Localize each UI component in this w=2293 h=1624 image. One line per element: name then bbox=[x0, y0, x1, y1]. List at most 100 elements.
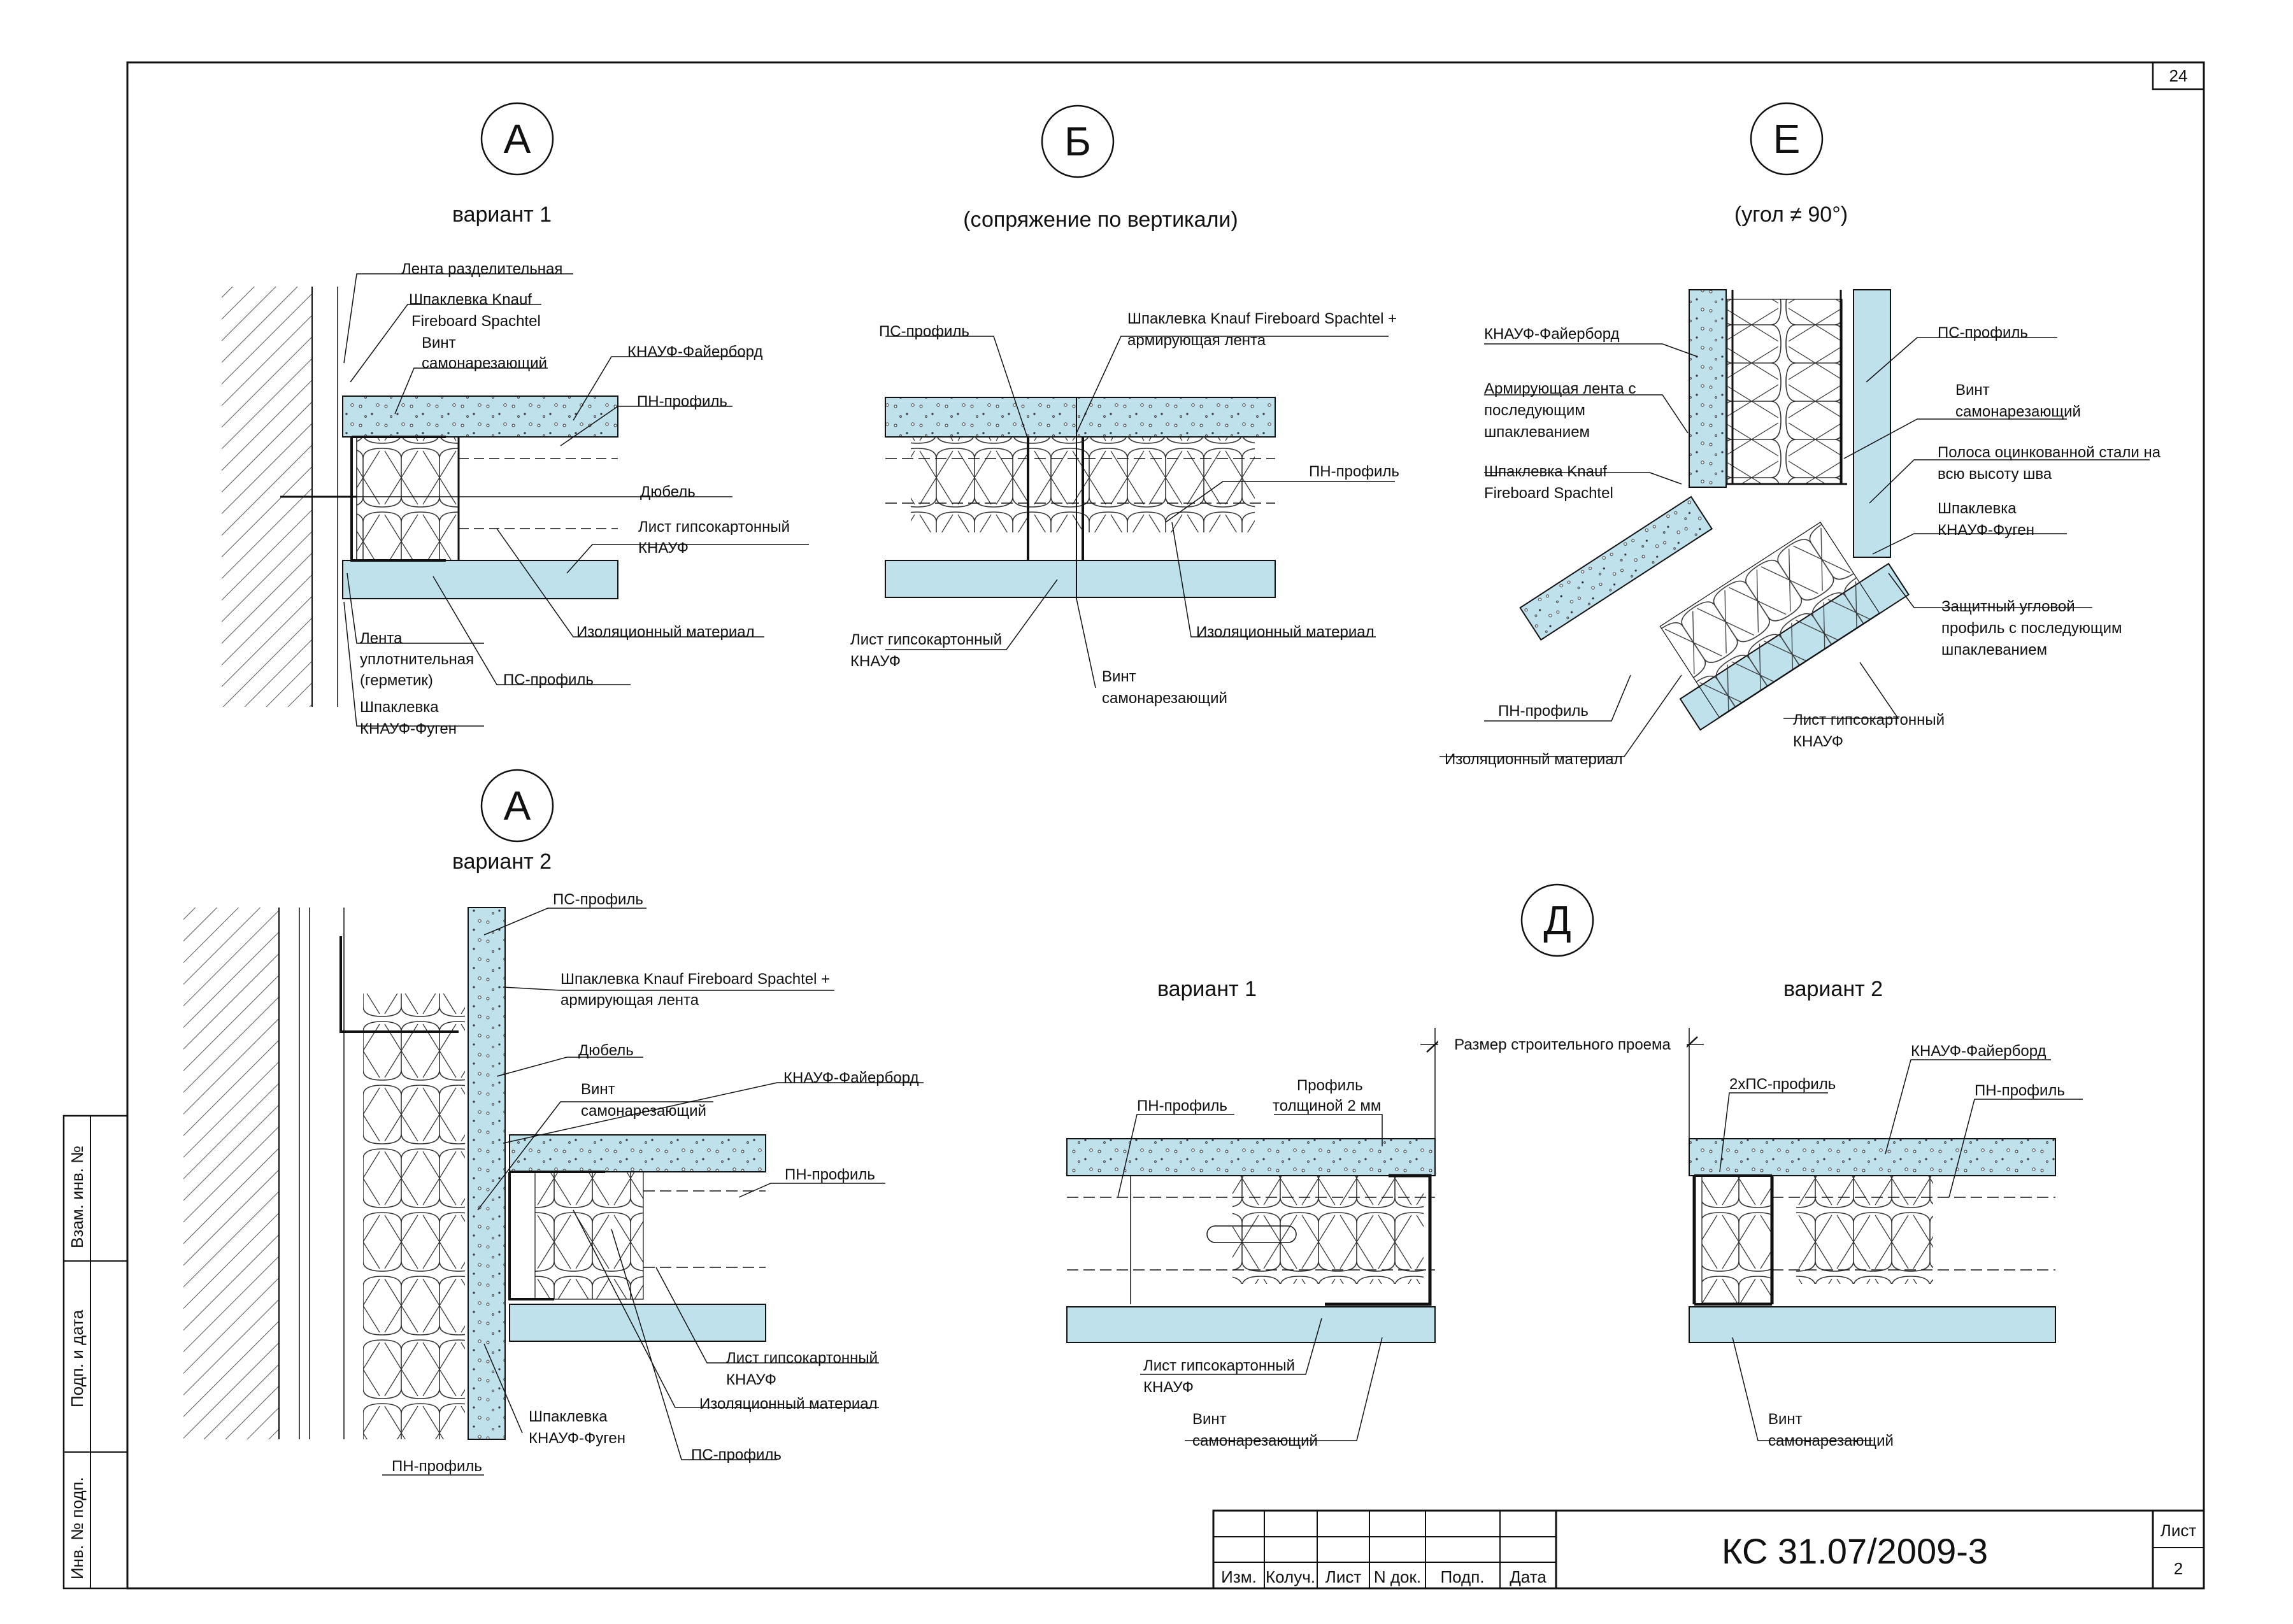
insulation bbox=[534, 1171, 644, 1300]
tb-col-ndok: N док. bbox=[1374, 1567, 1421, 1586]
detail-b: Б (сопряжение по вертикали) ПС-профиль Ш… bbox=[850, 104, 1399, 707]
a2-dyubel: Дюбель bbox=[578, 1042, 634, 1059]
stamp-podp: Подп. и дата bbox=[68, 1309, 87, 1407]
tb-col-data: Дата bbox=[1510, 1567, 1547, 1586]
a1-izol: Изоляционный материал bbox=[576, 623, 755, 641]
insulation bbox=[356, 436, 459, 561]
a1-knauf: КНАУФ bbox=[638, 539, 689, 557]
fireboard-sheet-v2 bbox=[1689, 1138, 2056, 1176]
stamp-inv: Инв. № подп. bbox=[68, 1477, 87, 1579]
detail-a1: А вариант 1 Лента разделительная Шпаклев… bbox=[222, 102, 809, 737]
marker-a2: А bbox=[504, 783, 531, 829]
e-arm2: последующим bbox=[1484, 402, 1585, 419]
e-arm1: Армирующая лента с bbox=[1484, 380, 1636, 397]
b-list-gk: Лист гипсокартонный bbox=[850, 631, 1002, 648]
a1-vint: Винт bbox=[422, 334, 456, 352]
marker-circle-d bbox=[1520, 883, 1594, 957]
e-shpakl: Шпаклевка bbox=[1938, 500, 2017, 517]
b-vint: Винт bbox=[1102, 668, 1136, 685]
e-zash2: профиль с последующим bbox=[1941, 620, 2122, 637]
marker-d: Д bbox=[1543, 897, 1571, 943]
marker-circle-a1 bbox=[480, 102, 554, 176]
list-number: 2 bbox=[2174, 1559, 2183, 1578]
subtitle-b: (сопряжение по вертикали) bbox=[963, 208, 1238, 232]
gypsum-sheet bbox=[342, 560, 618, 599]
e-zash3: шпаклеванием bbox=[1941, 641, 2047, 659]
fireboard-sheet bbox=[885, 397, 1276, 438]
d-list-gk: Лист гипсокартонный bbox=[1143, 1357, 1295, 1374]
a2-pn-bottom: ПН-профиль bbox=[392, 1458, 482, 1475]
e-polosa2: всю высоту шва bbox=[1938, 466, 2052, 483]
document-code: КС 31.07/2009-3 bbox=[1722, 1531, 1988, 1571]
fireboard-sheet bbox=[342, 395, 618, 438]
marker-e: Е bbox=[1773, 116, 1801, 162]
d-tolshch: толщиной 2 мм bbox=[1273, 1097, 1381, 1115]
e-arm3: шпаклеванием bbox=[1484, 424, 1590, 441]
a1-samonarez: самонарезающий bbox=[422, 355, 547, 372]
page-number: 24 bbox=[2169, 66, 2188, 85]
subtitle-d-v1: вариант 1 bbox=[1157, 977, 1257, 1001]
title-block: Изм. Колуч. Лист N док. Подп. Дата КС 31… bbox=[1212, 1509, 2205, 1590]
masonry-wall-2 bbox=[183, 908, 279, 1439]
b-knauf: КНАУФ bbox=[850, 653, 901, 670]
fireboard-sheet bbox=[509, 1134, 766, 1172]
b-pn: ПН-профиль bbox=[1309, 463, 1399, 480]
stamp-vzam: Взам. инв. № bbox=[68, 1146, 87, 1248]
insulation-v1 bbox=[1232, 1176, 1424, 1284]
gypsum-sheet-v2 bbox=[1689, 1306, 2056, 1343]
gypsum-sheet-vertical bbox=[1853, 289, 1891, 558]
detail-a2: А вариант 2 ПС-профиль Шпакле bbox=[183, 769, 924, 1476]
tb-col-podp: Подп. bbox=[1440, 1567, 1484, 1586]
fireboard-sheet-vertical bbox=[1689, 289, 1727, 488]
insulation-v2 bbox=[1796, 1176, 1933, 1284]
e-pn: ПН-профиль bbox=[1498, 702, 1589, 720]
a1-ps: ПС-профиль bbox=[503, 671, 594, 688]
steel-profile-2mm bbox=[1325, 1174, 1432, 1306]
side-stamps: Взам. инв. № Подп. и дата Инв. № подп. bbox=[62, 1115, 129, 1590]
sheet-frame: 24 bbox=[126, 61, 2205, 1590]
e-izol: Изоляционный материал bbox=[1445, 751, 1623, 768]
marker-b: Б bbox=[1064, 118, 1091, 164]
a1-dyubel: Дюбель bbox=[640, 483, 696, 501]
a2-vint: Винт bbox=[581, 1081, 615, 1098]
a1-list-gk: Лист гипсокартонный bbox=[638, 518, 790, 536]
gypsum-sheet bbox=[885, 560, 1276, 598]
gypsum-sheet-v1 bbox=[1066, 1306, 1436, 1343]
marker-circle-e bbox=[1750, 102, 1824, 176]
tb-col-list: Лист bbox=[1325, 1567, 1362, 1586]
detail-e: Е (угол ≠ 90°) КНАУФ-Файер bbox=[1439, 102, 2161, 768]
subtitle-e: (угол ≠ 90°) bbox=[1734, 203, 1848, 227]
b-shpakl-line2: армирующая лента bbox=[1127, 332, 1266, 349]
a2-list-gk: Лист гипсокартонный bbox=[726, 1350, 878, 1367]
e-ps: ПС-профиль bbox=[1938, 324, 2028, 341]
fireboard-sheet-vertical bbox=[468, 907, 506, 1440]
a2-shpakl-line1: Шпаклевка Knauf Fireboard Spachtel + bbox=[561, 971, 830, 988]
a1-fireboard-spachtel: Fireboard Spachtel bbox=[411, 313, 541, 330]
subtitle-d-v2: вариант 2 bbox=[1783, 977, 1883, 1001]
b-ps: ПС-профиль bbox=[879, 323, 969, 340]
a2-knauf: КНАУФ bbox=[726, 1371, 776, 1388]
list-label: Лист bbox=[2161, 1521, 2197, 1540]
e-fireboard-spachtel: Fireboard Spachtel bbox=[1484, 485, 1613, 502]
d-pn-v2: ПН-профиль bbox=[1975, 1082, 2065, 1099]
a2-pn-right: ПН-профиль bbox=[785, 1166, 875, 1183]
ps-profiles bbox=[1027, 437, 1084, 560]
d-samonarez-v1: самонарезающий bbox=[1192, 1432, 1318, 1449]
subtitle-a1: вариант 1 bbox=[452, 203, 552, 227]
a1-germetik: (герметик) bbox=[360, 672, 433, 689]
d-vint-v2: Винт bbox=[1768, 1411, 1803, 1428]
subtitle-a2: вариант 2 bbox=[452, 850, 552, 874]
a2-izol: Изоляционный материал bbox=[699, 1395, 878, 1413]
d-pn-v1: ПН-профиль bbox=[1137, 1097, 1227, 1115]
a1-uplotn: уплотнительная bbox=[360, 651, 474, 668]
d-samonarez-v2: самонарезающий bbox=[1768, 1432, 1894, 1449]
d-vint-v1: Винт bbox=[1192, 1411, 1227, 1428]
a1-lenta-razd: Лента разделительная bbox=[401, 260, 562, 278]
d-knauf: КНАУФ bbox=[1143, 1379, 1194, 1396]
e-knauf: КНАУФ bbox=[1793, 733, 1843, 750]
e-vint: Винт bbox=[1955, 381, 1990, 399]
d-dps: 2хПС-профиль bbox=[1729, 1076, 1836, 1093]
marker-circle-b bbox=[1041, 104, 1115, 178]
a2-fireboard: КНАУФ-Файерборд bbox=[783, 1069, 919, 1086]
